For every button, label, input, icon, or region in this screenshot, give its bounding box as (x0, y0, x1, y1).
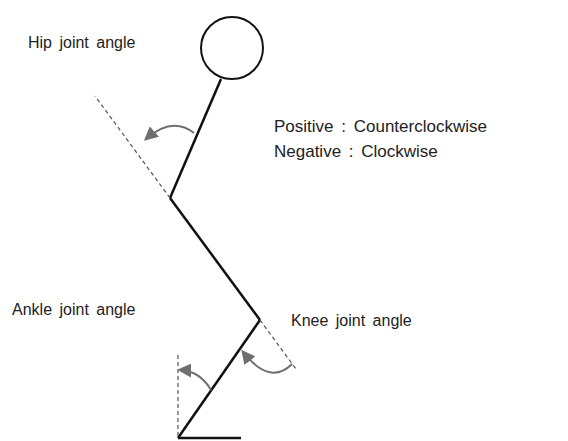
angle-label: Ankle joint angle (12, 300, 135, 319)
knee-angle-arc (243, 352, 292, 373)
angle-label: Knee joint angle (291, 311, 412, 330)
angle-label: Hip joint angle (28, 33, 135, 52)
hip-angle-arc (146, 126, 194, 139)
ankle-reference-line (177, 355, 178, 436)
shank-segment (178, 320, 260, 438)
legend-note: Negative : Clockwise (274, 142, 438, 162)
hip-reference-line (95, 96, 170, 198)
legend-note: Positive : Counterclockwise (274, 117, 487, 137)
knee-reference-line (260, 320, 296, 369)
trunk-segment (170, 79, 221, 198)
thigh-segment (170, 198, 260, 320)
ankle-angle-arc (180, 370, 211, 390)
head-circle (201, 17, 263, 79)
foot-segment (178, 437, 241, 440)
